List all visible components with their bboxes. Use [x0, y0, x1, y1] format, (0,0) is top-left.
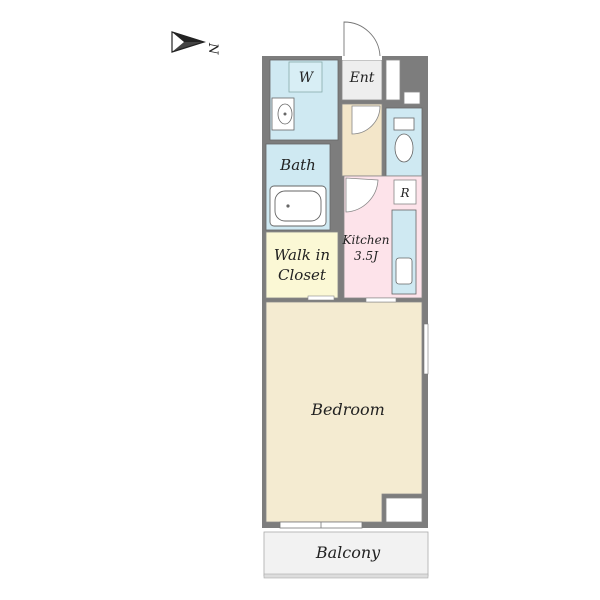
compass: N [171, 31, 220, 55]
refrigerator-space [393, 179, 417, 205]
entrance-label: Ent [349, 70, 375, 86]
shoe-cabinet [385, 59, 401, 101]
balcony [263, 531, 429, 577]
kitchen-size: 3.5J [354, 249, 379, 263]
washing-machine-space [288, 61, 323, 93]
storage-shelf [403, 91, 421, 105]
closet-label-line1: Walk in [274, 246, 330, 264]
bedroom [265, 301, 423, 523]
bedroom-label: Bedroom [310, 400, 385, 419]
wash-basin-icon [271, 97, 295, 131]
bedroom-door [365, 297, 397, 303]
balcony-rail [263, 573, 429, 579]
bathtub-icon [269, 185, 327, 227]
toilet-icon [393, 117, 415, 163]
washroom-label: W [299, 70, 315, 86]
pipe-space [385, 497, 423, 523]
walk-in-closet [265, 231, 339, 299]
side-window [423, 323, 429, 375]
bath-label: Bath [279, 156, 316, 174]
north-arrow-icon [171, 31, 207, 53]
kitchen-label: Kitchen [342, 233, 390, 247]
closet-door [307, 295, 335, 301]
closet-label-line2: Closet [278, 266, 327, 284]
entrance-door-icon [342, 21, 382, 60]
hall-door-swing [351, 105, 381, 135]
kitchen-door-swing [345, 177, 379, 213]
balcony-label: Balcony [315, 543, 381, 562]
refrigerator-label: R [399, 186, 409, 200]
compass-label: N [205, 42, 220, 55]
sink-icon [395, 257, 413, 285]
